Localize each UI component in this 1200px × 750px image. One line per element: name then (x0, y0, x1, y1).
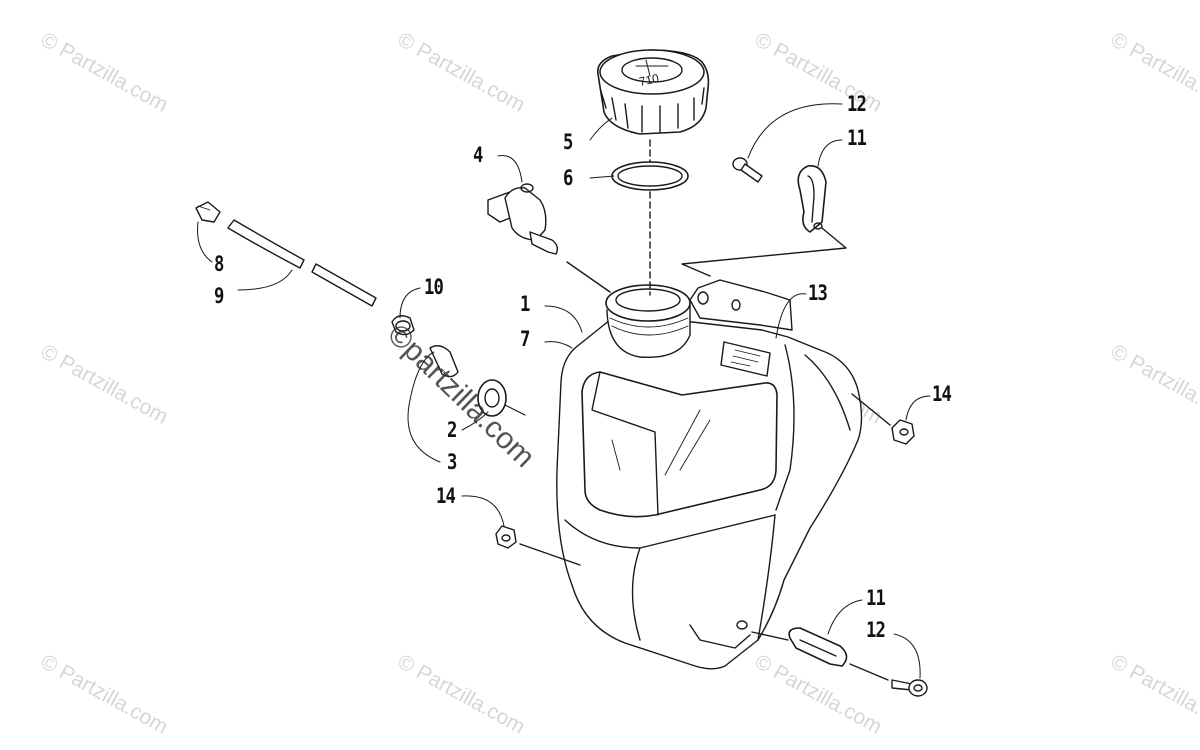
fuel-fitting (429, 345, 526, 417)
callout-8: 8 (214, 252, 224, 276)
callout-2: 2 (447, 418, 457, 442)
cap-marking: 710 (638, 71, 661, 89)
callout-curves (197, 103, 931, 679)
leader-line (519, 543, 581, 566)
leader-line (851, 393, 891, 426)
bolt-upper (732, 157, 763, 183)
leader-line (566, 261, 611, 293)
vent-valve (487, 183, 611, 293)
nut-right (851, 393, 915, 445)
clamp-upper (797, 165, 827, 233)
callout-12-lower: 12 (866, 618, 886, 642)
callout-10: 10 (424, 275, 444, 299)
callout-3: 3 (447, 450, 457, 474)
callout-11-upper: 11 (847, 126, 867, 150)
leader-line (849, 663, 889, 681)
cap-gasket (611, 161, 689, 191)
callout-12-upper: 12 (847, 92, 867, 116)
callout-11-lower: 11 (866, 586, 886, 610)
callout-6: 6 (563, 166, 573, 190)
fuel-cap: 710 (596, 49, 710, 135)
clamp-lower (751, 627, 848, 667)
nut-left (495, 525, 581, 566)
callout-4: 4 (473, 143, 483, 167)
bolt-lower (849, 663, 928, 697)
callout-14-right: 14 (932, 382, 952, 406)
leader-line (751, 631, 789, 641)
callout-14-left: 14 (436, 484, 456, 508)
hose-clamp (391, 315, 415, 336)
callout-1: 1 (520, 292, 530, 316)
leader-line (681, 227, 847, 277)
callout-13: 13 (808, 281, 828, 305)
callout-9: 9 (214, 284, 224, 308)
fuel-tank (556, 279, 863, 670)
callout-7: 7 (520, 327, 530, 351)
fuel-hose (195, 201, 377, 307)
callout-5: 5 (563, 130, 573, 154)
